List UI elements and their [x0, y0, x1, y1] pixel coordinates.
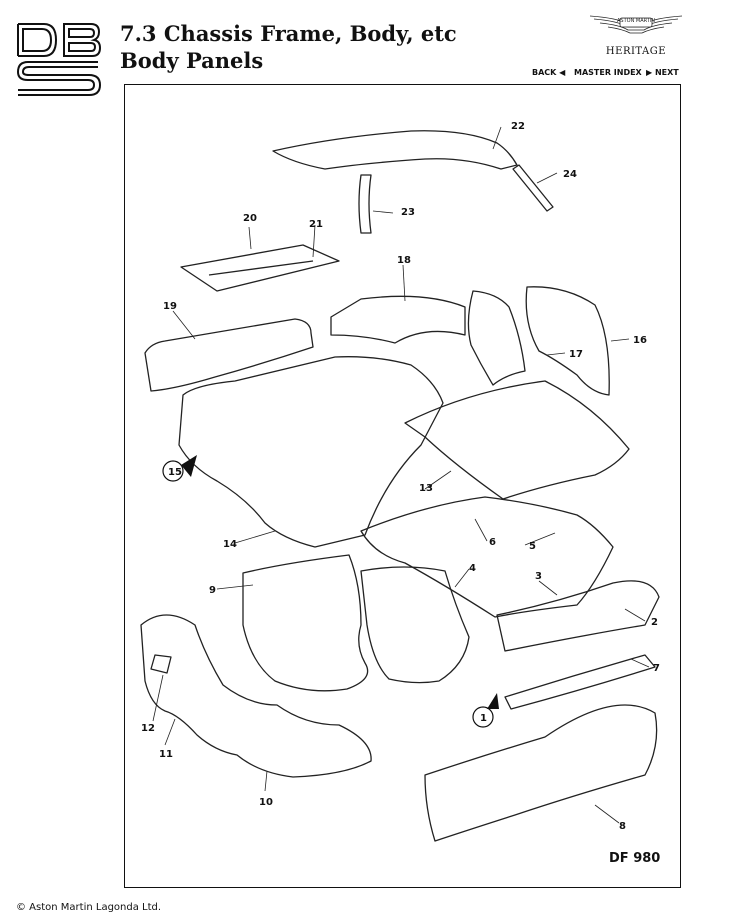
- wing-vent: [150, 654, 172, 674]
- callout-8: 8: [619, 821, 626, 832]
- callout-12: 12: [141, 723, 155, 734]
- windscreen-pillar: [358, 174, 372, 234]
- callout-9: 9: [209, 585, 216, 596]
- back-link[interactable]: BACK ◀: [532, 68, 566, 77]
- left-rear-quarter: [144, 318, 314, 392]
- front-inner-panel: [360, 496, 614, 618]
- callout-24: 24: [563, 169, 577, 180]
- callout-19: 19: [163, 301, 177, 312]
- callout-11: 11: [159, 749, 173, 760]
- master-index-link[interactable]: MASTER INDEX: [574, 68, 642, 77]
- callout-6: 6: [489, 537, 496, 548]
- drawing-code: DF 980: [609, 851, 661, 866]
- callout-13: 13: [419, 483, 433, 494]
- aston-martin-logo: ASTON MARTIN HERITAGE: [588, 10, 684, 62]
- title-line-1: 7.3 Chassis Frame, Body, etc: [120, 21, 457, 46]
- callout-3: 3: [535, 571, 542, 582]
- callout-23: 23: [401, 207, 415, 218]
- front-bumper: [424, 704, 658, 842]
- callout-10: 10: [259, 797, 273, 808]
- next-link[interactable]: ▶ NEXT: [646, 68, 679, 77]
- callout-7: 7: [653, 663, 660, 674]
- callout-1: 1: [480, 713, 487, 724]
- dbs-logo-icon: [16, 23, 102, 96]
- callout-16: 16: [633, 335, 647, 346]
- callout-21: 21: [309, 219, 323, 230]
- callout-2: 2: [651, 617, 658, 628]
- rear-wing-right: [525, 286, 610, 396]
- callout-22: 22: [511, 121, 525, 132]
- bonnet: [404, 380, 630, 500]
- page-title: 7.3 Chassis Frame, Body, etc Body Panels: [120, 20, 457, 74]
- front-valance: [496, 580, 660, 652]
- callout-4: 4: [469, 563, 476, 574]
- inner-door-panel: [360, 566, 470, 684]
- heritage-label: HERITAGE: [605, 46, 667, 57]
- callout-circle-15: [162, 460, 184, 482]
- callout-17: 17: [569, 349, 583, 360]
- navigation-bar: BACK ◀ MASTER INDEX ▶ NEXT: [530, 68, 710, 82]
- brand-name: ASTON MARTIN: [616, 18, 656, 24]
- front-wing: [140, 614, 372, 778]
- callout-14: 14: [223, 539, 237, 550]
- diagram-frame: 15 1 22 23 24 20 21 19 18 17 16 13 6 5 4…: [124, 84, 681, 888]
- trim-strip: [208, 260, 314, 276]
- callout-circle-1: [472, 706, 494, 728]
- callout-5: 5: [529, 541, 536, 552]
- rear-wing-left: [467, 290, 526, 386]
- rear-pillar-trim: [512, 164, 554, 212]
- front-spoiler: [504, 654, 656, 710]
- rear-deck-panel: [330, 295, 466, 344]
- roof-panel: [272, 130, 518, 170]
- callout-20: 20: [243, 213, 257, 224]
- wings-icon: [589, 15, 683, 34]
- parcel-shelf: [180, 244, 340, 292]
- body-panels-exploded-diagram: 15 1 22 23 24 20 21 19 18 17 16 13 6 5 4…: [140, 121, 660, 842]
- callout-18: 18: [397, 255, 411, 266]
- door-panel: [242, 554, 369, 692]
- title-line-2: Body Panels: [120, 48, 264, 73]
- body-shell: [178, 356, 444, 548]
- callout-15: 15: [168, 467, 182, 478]
- copyright: © Aston Martin Lagonda Ltd.: [16, 902, 162, 913]
